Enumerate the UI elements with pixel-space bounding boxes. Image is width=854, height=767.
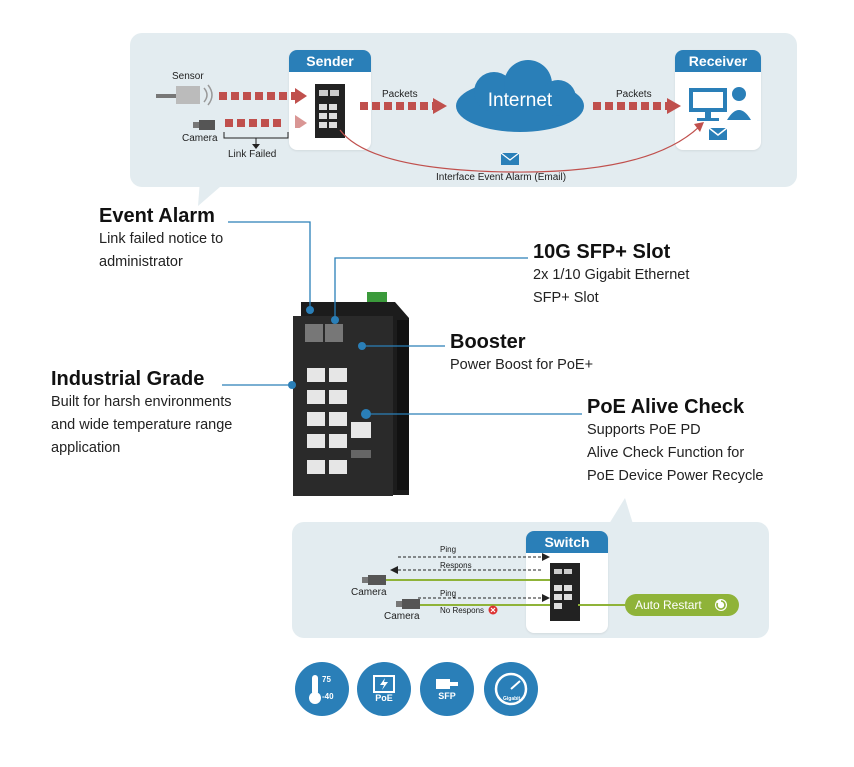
event-alarm-feature: Event Alarm Link failed notice to admini…: [99, 205, 223, 274]
camera-icon-1: [362, 575, 386, 585]
booster-desc-1: Power Boost for PoE+: [450, 357, 594, 373]
receiver-label: Receiver: [675, 50, 761, 72]
switch-label: Switch: [526, 531, 608, 553]
poe-alive-feature: PoE Alive Check Supports PoE PD Alive Ch…: [587, 396, 764, 488]
temperature-badge: 75 -40: [295, 662, 349, 716]
camera-label-2: Camera: [384, 611, 420, 622]
industrial-grade-desc-3: application: [51, 440, 121, 456]
camera-label: Camera: [182, 133, 218, 144]
poe-badge-label: PoE: [375, 693, 393, 703]
camera-icon-2: [396, 599, 420, 609]
temp-high-label: 75: [322, 675, 331, 684]
alarm-email-label: Interface Event Alarm (Email): [436, 172, 567, 183]
sensor-icon: [156, 84, 213, 106]
poe-alive-desc-3: PoE Device Power Recycle: [587, 468, 764, 484]
packets-label-right: Packets: [616, 89, 652, 100]
internet-cloud-icon: [456, 60, 584, 132]
sensor-label: Sensor: [172, 71, 204, 82]
auto-restart-label: Auto Restart: [635, 598, 702, 612]
speedometer-icon: Gigabit: [494, 672, 528, 706]
sfp-slot-title: 10G SFP+ Slot: [533, 241, 671, 263]
switch-device-icon-small: [550, 563, 580, 621]
poe-icon: [373, 675, 395, 693]
link-failed-bracket: [223, 132, 289, 149]
packets-label-left: Packets: [382, 89, 418, 100]
sender-card: Sender: [289, 50, 371, 150]
internet-label: Internet: [487, 90, 553, 111]
poe-badge: PoE: [357, 662, 411, 716]
poe-alive-desc-1: Supports PoE PD: [587, 422, 701, 438]
switch-device-icon: [315, 84, 345, 138]
gigabit-label: Gigabit: [503, 696, 521, 702]
email-icon: [500, 152, 520, 165]
sfp-slot-desc-2: SFP+ Slot: [533, 290, 599, 306]
gigabit-badge: Gigabit: [484, 662, 538, 716]
error-x-icon: [488, 605, 498, 615]
auto-restart-pill: Auto Restart: [625, 594, 739, 616]
panel-tail: [198, 180, 228, 206]
industrial-grade-title: Industrial Grade: [51, 368, 205, 390]
alarm-arc: [339, 122, 704, 173]
sender-label: Sender: [289, 50, 371, 72]
sfp-slot-feature: 10G SFP+ Slot 2x 1/10 Gigabit Ethernet S…: [533, 241, 689, 310]
event-alarm-desc-1: Link failed notice to: [99, 231, 224, 247]
sfp-icon: [436, 679, 458, 689]
respons-label: Respons: [440, 561, 472, 570]
industrial-grade-desc-2: and wide temperature range: [51, 417, 233, 433]
panel-tail-bottom: [609, 498, 633, 524]
industrial-grade-desc-1: Built for harsh environments: [51, 394, 232, 410]
no-respons-label: No Respons: [440, 606, 485, 615]
packet-arrows: [219, 88, 681, 128]
industrial-grade-feature: Industrial Grade Built for harsh environ…: [51, 368, 232, 460]
camera-icon: [193, 120, 215, 130]
sfp-badge: SFP: [420, 662, 474, 716]
computer-user-icon: [689, 87, 751, 140]
booster-feature: Booster Power Boost for PoE+: [450, 331, 593, 377]
poe-alive-desc-2: Alive Check Function for: [587, 445, 745, 461]
switch-card: Switch: [526, 531, 608, 633]
event-alarm-desc-2: administrator: [99, 254, 183, 270]
thermometer-icon: 75 -40: [309, 675, 334, 704]
sfp-badge-label: SFP: [438, 691, 456, 701]
booster-title: Booster: [450, 331, 526, 353]
event-alarm-title: Event Alarm: [99, 205, 215, 227]
receiver-card: Receiver: [675, 50, 761, 150]
temp-low-label: -40: [322, 692, 334, 701]
ping-label-1: Ping: [440, 545, 457, 554]
refresh-icon: [715, 599, 727, 611]
link-failed-label: Link Failed: [228, 149, 277, 160]
sfp-slot-desc-1: 2x 1/10 Gigabit Ethernet: [533, 267, 690, 283]
ping-label-2: Ping: [440, 589, 457, 598]
ping-arrows: [386, 553, 630, 606]
poe-alive-title: PoE Alive Check: [587, 396, 745, 418]
camera-label-1: Camera: [351, 587, 387, 598]
